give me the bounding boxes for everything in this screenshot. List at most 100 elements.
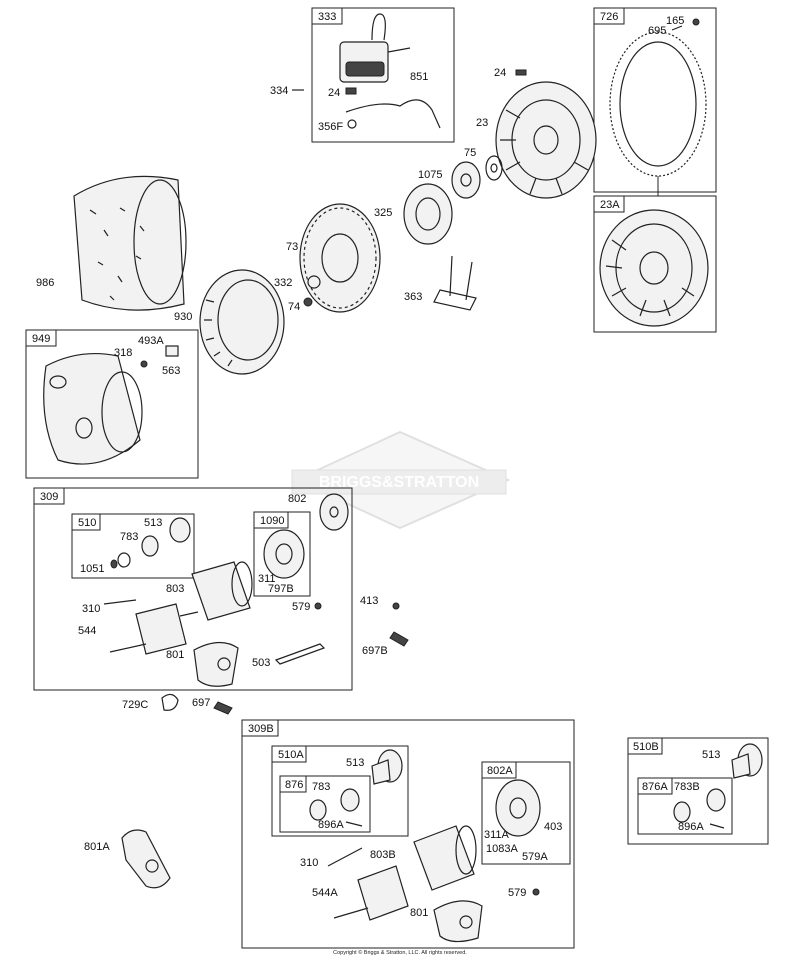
group-876-label: 876: [285, 779, 303, 791]
drive-assembly-510B-icon: [731, 743, 763, 779]
group-510-label: 510: [78, 517, 96, 529]
label-803B: 803B: [370, 849, 396, 861]
label-332: 332: [274, 277, 292, 289]
label-403: 403: [544, 821, 562, 833]
ring-gear-icon: [609, 31, 707, 177]
blower-housing-icon: [43, 352, 143, 465]
bolt-310-icon: [103, 599, 137, 605]
armature-544A-icon: [333, 865, 409, 921]
group-802A-tab: [481, 761, 517, 779]
group-333-tab: [311, 7, 343, 25]
label-783-b: 783: [312, 781, 330, 793]
drive-housing-801A-icon: [121, 829, 171, 889]
label-729C: 729C: [122, 699, 148, 711]
rotating-screen-930-icon: [199, 269, 285, 375]
label-579-b: 579: [508, 887, 526, 899]
group-802A-box: [481, 761, 571, 865]
group-309-label: 309: [40, 491, 58, 503]
nut-413-icon: [392, 602, 400, 610]
watermark-logo: BRIGGS&STRATTON: [291, 430, 511, 530]
group-510A-box: [271, 745, 409, 837]
label-363: 363: [404, 291, 422, 303]
clip-493A-icon: [165, 345, 179, 357]
screw-icon: [140, 360, 148, 368]
label-579A: 579A: [522, 851, 548, 863]
label-783: 783: [120, 531, 138, 543]
label-503: 503: [252, 657, 270, 669]
label-1051: 1051: [80, 563, 104, 575]
group-23A-tab: [593, 195, 625, 213]
label-493A: 493A: [138, 335, 164, 347]
group-1090-label: 1090: [260, 515, 284, 527]
group-949-tab: [25, 329, 57, 347]
label-1075: 1075: [418, 169, 442, 181]
group-876A-tab: [637, 777, 673, 795]
label-579: 579: [292, 601, 310, 613]
label-802: 802: [288, 493, 306, 505]
armature-544-icon: [109, 603, 199, 655]
label-896A: 896A: [318, 819, 344, 831]
drive-assembly-510A-icon: [371, 749, 403, 785]
label-318: 318: [114, 347, 132, 359]
group-309-tab: [33, 487, 65, 505]
group-876-box: [279, 775, 371, 833]
label-544A: 544A: [312, 887, 338, 899]
group-309B-label: 309B: [248, 723, 274, 735]
ground-wire-icon: [345, 99, 441, 129]
starter-housing-803-icon: [191, 561, 253, 621]
label-695: 695: [648, 25, 666, 37]
starter-housing-803B-icon: [413, 825, 477, 891]
drive-housing-801-b-icon: [433, 900, 483, 943]
group-726-box: [593, 7, 717, 193]
bracket-363-icon: [433, 255, 477, 311]
label-563: 563: [162, 365, 180, 377]
grass-screen-icon: [73, 175, 187, 311]
label-311A: 311A: [484, 829, 510, 841]
flywheel-23A-icon: [599, 209, 709, 327]
ignition-armature-icon: [339, 13, 411, 83]
nut-579-b-icon: [532, 888, 540, 896]
label-544: 544: [78, 625, 96, 637]
copyright-notice: Copyright © Briggs & Stratton, LLC. All …: [333, 950, 467, 956]
group-802A-label: 802A: [487, 765, 513, 777]
group-309B-tab: [241, 719, 279, 737]
group-876-tab: [279, 775, 307, 793]
label-334: 334: [270, 85, 288, 97]
flywheel-23-icon: [495, 81, 597, 199]
clip-729C-icon: [161, 693, 179, 711]
label-783B: 783B: [674, 781, 700, 793]
label-801A: 801A: [84, 841, 110, 853]
label-356F: 356F: [318, 121, 343, 133]
fan-hub-icon: [403, 183, 453, 245]
group-309-box: [33, 487, 353, 691]
label-310: 310: [82, 603, 100, 615]
label-803: 803: [166, 583, 184, 595]
group-23A-box: [593, 195, 717, 333]
group-726-tab: [593, 7, 625, 25]
pinion-gear-icon: [110, 517, 191, 569]
label-165: 165: [666, 15, 684, 27]
label-325: 325: [374, 207, 392, 219]
group-876A-label: 876A: [642, 781, 668, 793]
bolt-697B-icon: [389, 631, 409, 647]
label-851: 851: [410, 71, 428, 83]
label-986: 986: [36, 277, 54, 289]
label-74: 74: [288, 301, 300, 313]
group-23A-label: 23A: [600, 199, 620, 211]
group-510-tab: [71, 513, 101, 531]
pinion-876A-icon: [673, 788, 726, 829]
end-cap-802-icon: [319, 493, 349, 531]
washer-icon: [485, 155, 503, 181]
label-513-c: 513: [702, 749, 720, 761]
label-513: 513: [144, 517, 162, 529]
nut-pulley-icon: [451, 161, 481, 199]
bolt-310-b-icon: [327, 847, 363, 867]
watermark-text: BRIGGS&STRATTON: [319, 474, 479, 491]
group-876A-box: [637, 777, 733, 835]
group-1090-tab: [253, 511, 289, 529]
drive-housing-801-icon: [193, 641, 239, 687]
label-801-b: 801: [410, 907, 428, 919]
group-333-box: [311, 7, 455, 143]
group-510-box: [71, 513, 195, 579]
